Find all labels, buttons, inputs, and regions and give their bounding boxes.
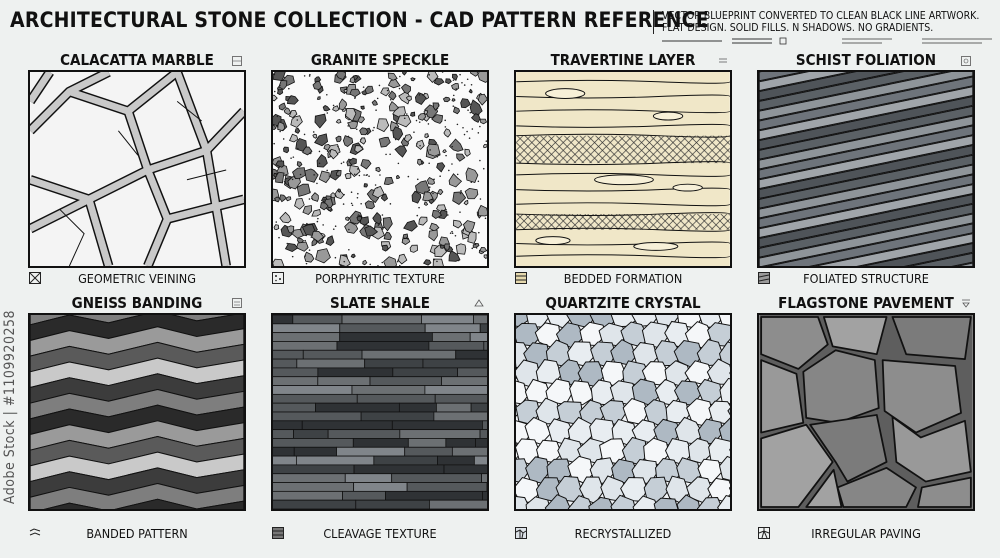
tile-quartzite-crystal	[514, 313, 732, 511]
gneiss-corner-icon	[232, 298, 242, 308]
flagstone-corner-icon	[962, 299, 970, 308]
quartzite-pattern	[516, 315, 730, 509]
page-title: ARCHITECTURAL STONE COLLECTION - CAD PAT…	[10, 8, 709, 32]
travertine-corner-icon	[719, 58, 727, 63]
tile-caption-irregular-paving: IRREGULAR PAVING	[811, 526, 921, 541]
quartzite-symbol-icon	[515, 527, 527, 539]
schist-corner-icon	[961, 56, 971, 66]
slate-symbol-icon	[272, 527, 284, 539]
tile-title-calacatta-marble: CALACATTA MARBLE	[60, 51, 214, 69]
gneiss-pattern	[30, 315, 244, 509]
tile-schist-foliation	[757, 70, 975, 268]
tile-caption-foliated-structure: FOLIATED STRUCTURE	[803, 271, 929, 286]
tile-caption-porphyritic-texture: PORPHYRITIC TEXTURE	[315, 271, 445, 286]
header-note-line2: FLAT DESIGN. SOLID FILLS. N SHADOWS. NO …	[662, 22, 934, 34]
granite-pattern	[273, 72, 487, 266]
watermark: Adobe Stock | #1109920258	[2, 310, 18, 505]
tile-granite-speckle	[271, 70, 489, 268]
slate-pattern	[273, 315, 487, 509]
granite-symbol-icon	[272, 272, 284, 284]
tile-caption-geometric-veining: GEOMETRIC VEINING	[78, 271, 196, 286]
tile-caption-banded-pattern: BANDED PATTERN	[86, 526, 188, 541]
tile-title-travertine-layer: TRAVERTINE LAYER	[550, 51, 696, 69]
marble-pattern	[30, 72, 244, 266]
tile-caption-cleavage-texture: CLEAVAGE TEXTURE	[323, 526, 437, 541]
tile-title-schist-foliation: SCHIST FOLIATION	[795, 51, 937, 69]
legend-strip	[662, 37, 992, 45]
tile-calacatta-marble	[28, 70, 246, 268]
marble-corner-icon	[232, 56, 242, 66]
slate-corner-icon	[474, 299, 484, 307]
header-note: VECTOR BLUEPRINT CONVERTED TO CLEAN BLAC…	[653, 10, 1000, 34]
schist-pattern	[759, 72, 973, 266]
tile-title-flagstone-pavement: FLAGSTONE PAVEMENT	[778, 294, 954, 312]
travertine-symbol-icon	[515, 272, 527, 284]
tile-title-granite-speckle: GRANITE SPECKLE	[310, 51, 450, 69]
tile-title-slate-shale: SLATE SHALE	[330, 294, 430, 312]
gneiss-symbol-icon	[29, 528, 41, 536]
flagstone-symbol-icon	[758, 527, 770, 539]
tile-gneiss-banding	[28, 313, 246, 511]
travertine-pattern	[516, 72, 730, 266]
tile-travertine-layer	[514, 70, 732, 268]
tile-slate-shale	[271, 313, 489, 511]
marble-symbol-icon	[29, 272, 41, 284]
header-note-line1: VECTOR BLUEPRINT CONVERTED TO CLEAN BLAC…	[662, 10, 980, 22]
schist-symbol-icon	[758, 272, 770, 284]
tile-title-gneiss-banding: GNEISS BANDING	[71, 294, 203, 312]
tile-title-quartzite-crystal: QUARTZITE CRYSTAL	[545, 294, 701, 312]
tile-caption-recrystallized: RECRYSTALLIZED	[574, 526, 672, 541]
tile-flagstone-pavement	[757, 313, 975, 511]
flagstone-pattern	[759, 315, 973, 509]
tile-caption-bedded-formation: BEDDED FORMATION	[563, 271, 683, 286]
